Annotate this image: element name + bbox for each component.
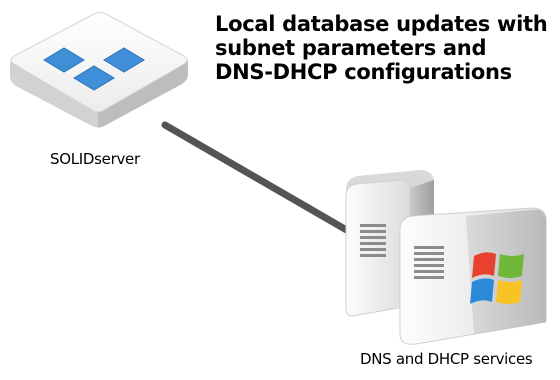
windows-logo-icon [470,252,524,304]
windows-servers-icon [345,170,547,345]
headline-line-1: Local database updates with [215,12,548,36]
solidserver-label: SOLIDserver [50,150,140,168]
headline-line-2: subnet parameters and [215,36,487,60]
appliance-icon [10,12,188,128]
connection-line [161,121,354,236]
diagram-headline: Local database updates with subnet param… [215,12,555,84]
dns-dhcp-services-label: DNS and DHCP services [360,350,533,368]
appliance-tiles [43,47,145,91]
headline-line-3: DNS-DHCP configurations [215,60,512,84]
server-front [399,207,547,345]
